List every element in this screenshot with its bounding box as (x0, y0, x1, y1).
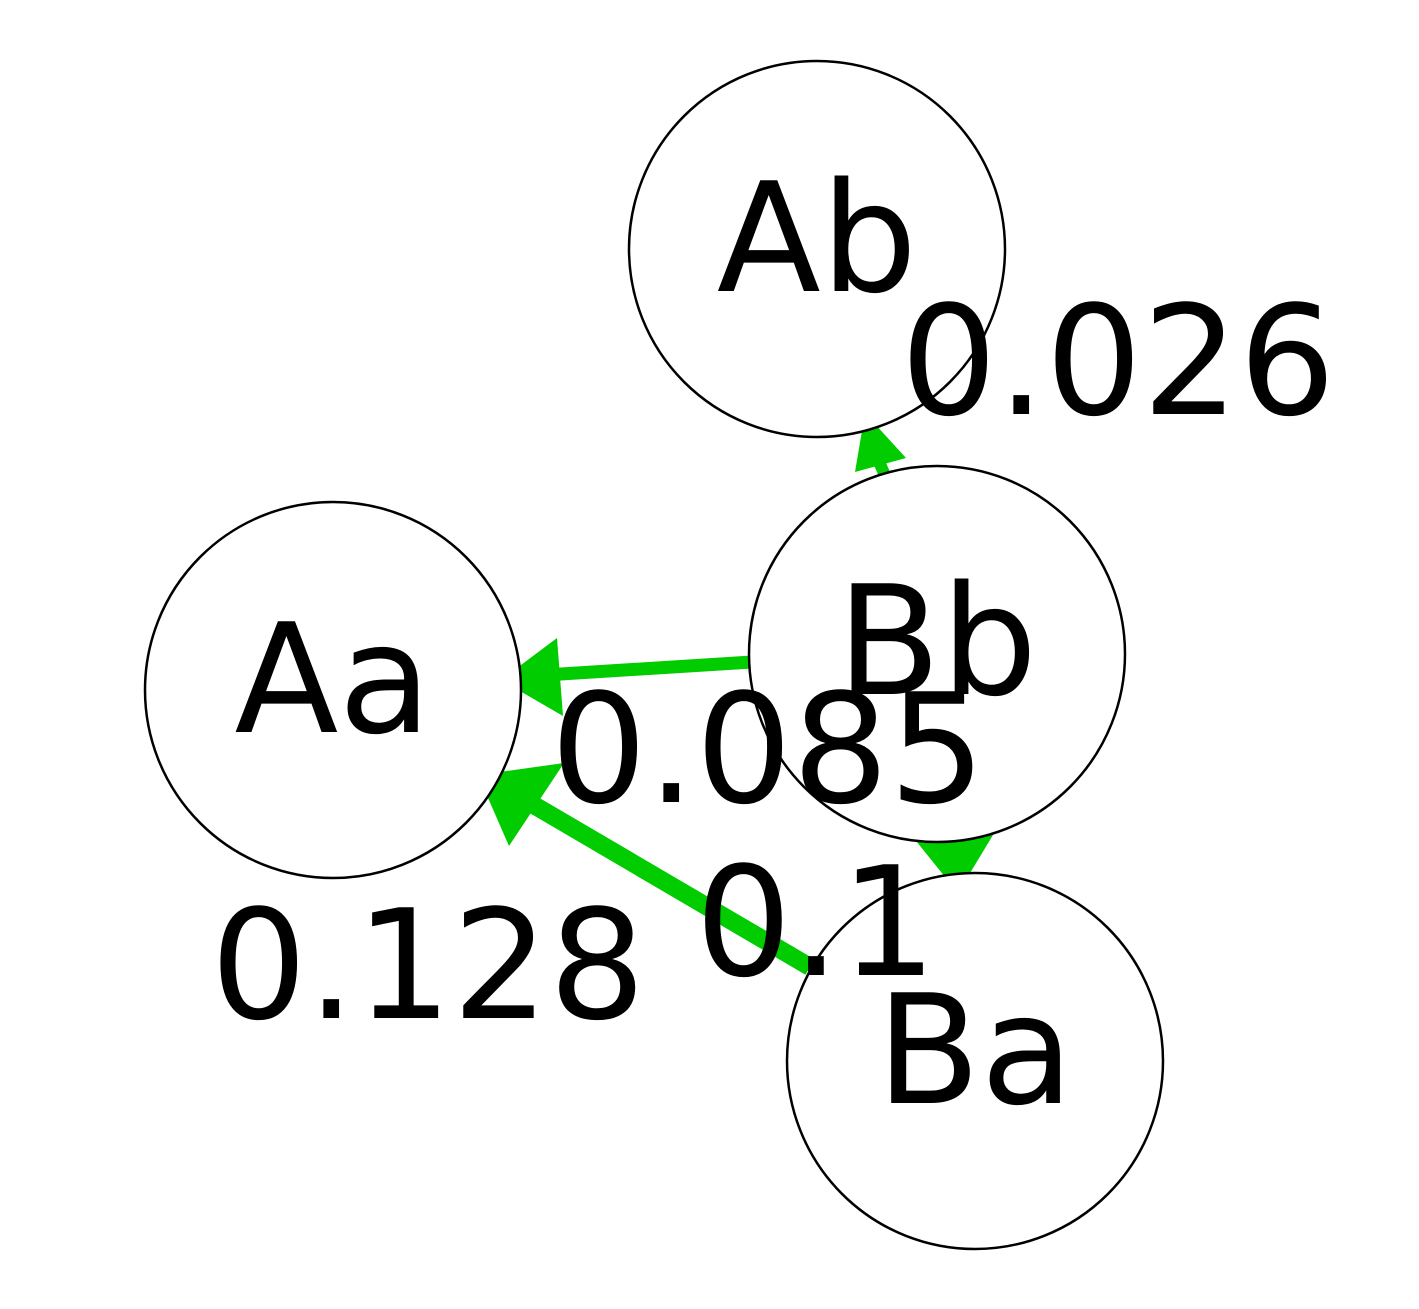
edge-bb-aa-line (544, 655, 753, 682)
node-ab-circle (627, 59, 1007, 439)
node-bb-label: Bb (837, 553, 1038, 730)
edge-weight-ba-aa: 0.128 (210, 877, 645, 1054)
node-bb: Bb (747, 464, 1127, 844)
node-aa-label: Aa (234, 591, 431, 768)
edge-bb-to-aa (501, 638, 753, 716)
edge-ba-aa-line (527, 796, 815, 975)
edge-bb-ba-arrowhead (912, 830, 996, 893)
edge-ba-to-aa (478, 763, 815, 975)
node-ab: Ab (627, 59, 1007, 439)
nodes: Ab Aa Bb Ba (143, 59, 1165, 1251)
edge-weight-bb-aa: 0.085 (550, 661, 985, 838)
node-ba-label: Ba (876, 962, 1073, 1139)
node-ba-circle (785, 871, 1165, 1251)
edges (478, 413, 996, 975)
node-ba: Ba (785, 871, 1165, 1251)
edge-weights: 0.026 0.085 0.128 0.1 (210, 273, 1335, 1054)
edge-bb-aa-arrowhead (501, 638, 563, 716)
node-bb-circle (747, 464, 1127, 844)
node-aa-circle (143, 500, 523, 880)
edge-weight-bb-ba: 0.1 (695, 834, 937, 1011)
edge-ba-aa-arrowhead (478, 763, 564, 846)
node-aa: Aa (143, 500, 523, 880)
node-ab-label: Ab (717, 150, 917, 327)
edge-bb-to-ba (912, 830, 996, 893)
edge-weight-bb-ab: 0.026 (900, 273, 1335, 450)
